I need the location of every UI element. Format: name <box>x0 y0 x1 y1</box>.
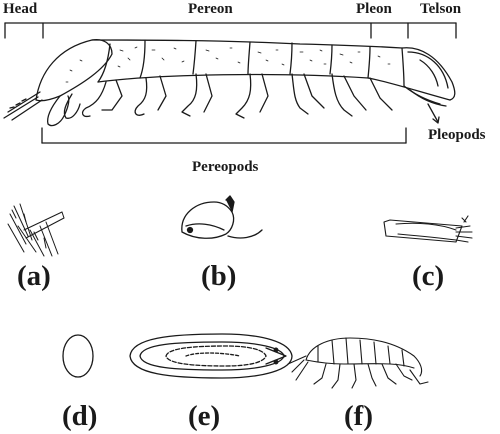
pereon-label: Pereon <box>188 1 233 17</box>
panel-b-label: (b) <box>201 260 237 292</box>
egg-illustration <box>62 334 94 378</box>
setose-appendage-illustration <box>7 203 65 257</box>
head-label: Head <box>3 1 38 17</box>
panel-e-label: (e) <box>188 400 221 432</box>
pleon-label: Pleon <box>356 1 392 17</box>
embryo-illustration <box>129 333 293 379</box>
juvenile-illustration <box>287 337 429 389</box>
panel-a-label: (a) <box>17 260 51 292</box>
amphipod-body-illustration <box>3 38 456 127</box>
region-bracket <box>4 22 457 39</box>
panel-c-label: (c) <box>412 260 445 292</box>
panel-d-label: (d) <box>62 400 98 432</box>
panel-f-label: (f) <box>344 400 373 432</box>
maxilliped-illustration <box>383 215 473 243</box>
telson-label: Telson <box>420 1 462 17</box>
pereopods-label: Pereopods <box>192 159 259 175</box>
mandible-illustration <box>181 195 263 239</box>
pleopods-label: Pleopods <box>428 127 486 143</box>
pereopods-bracket <box>41 127 407 144</box>
